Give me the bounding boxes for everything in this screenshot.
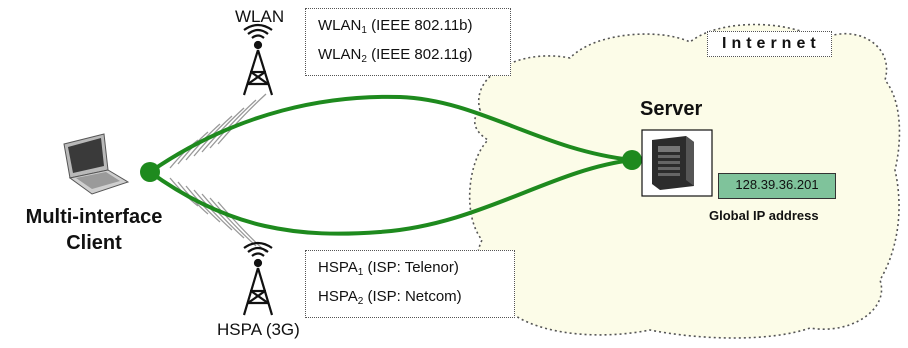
laptop-icon xyxy=(63,133,130,195)
wlan-link xyxy=(148,94,633,174)
internet-label: Internet xyxy=(707,31,832,57)
signal-waves xyxy=(169,93,267,253)
client-title-line1: Multi-interface xyxy=(25,206,163,228)
client-endpoint xyxy=(140,162,160,182)
wlan-tower-label: WLAN xyxy=(235,7,285,26)
hspa-tower-icon xyxy=(242,241,274,316)
client-title-line2: Client xyxy=(66,232,122,254)
client-title: Multi-interface Client xyxy=(6,204,182,256)
hspa-tower-label: HSPA (3G) xyxy=(217,320,300,339)
server-title: Server xyxy=(640,98,703,120)
server-icon xyxy=(652,136,694,190)
wlan-network-2: WLAN2 (IEEE 802.11g) xyxy=(318,46,473,65)
ip-address-box: 128.39.36.201 xyxy=(718,173,836,199)
hspa-link xyxy=(148,158,633,236)
hspa-network-2: HSPA2 (ISP: Netcom) xyxy=(318,288,462,307)
server-endpoint xyxy=(622,150,642,170)
wlan-tower-icon xyxy=(242,23,274,96)
hspa-info-box: HSPA1 (ISP: Telenor) HSPA2 (ISP: Netcom) xyxy=(305,250,515,318)
wlan-info-box: WLAN1 (IEEE 802.11b) WLAN2 (IEEE 802.11g… xyxy=(305,8,511,76)
ip-caption: Global IP address xyxy=(709,208,819,223)
wlan-network-1: WLAN1 (IEEE 802.11b) xyxy=(318,17,473,36)
hspa-network-1: HSPA1 (ISP: Telenor) xyxy=(318,259,459,278)
